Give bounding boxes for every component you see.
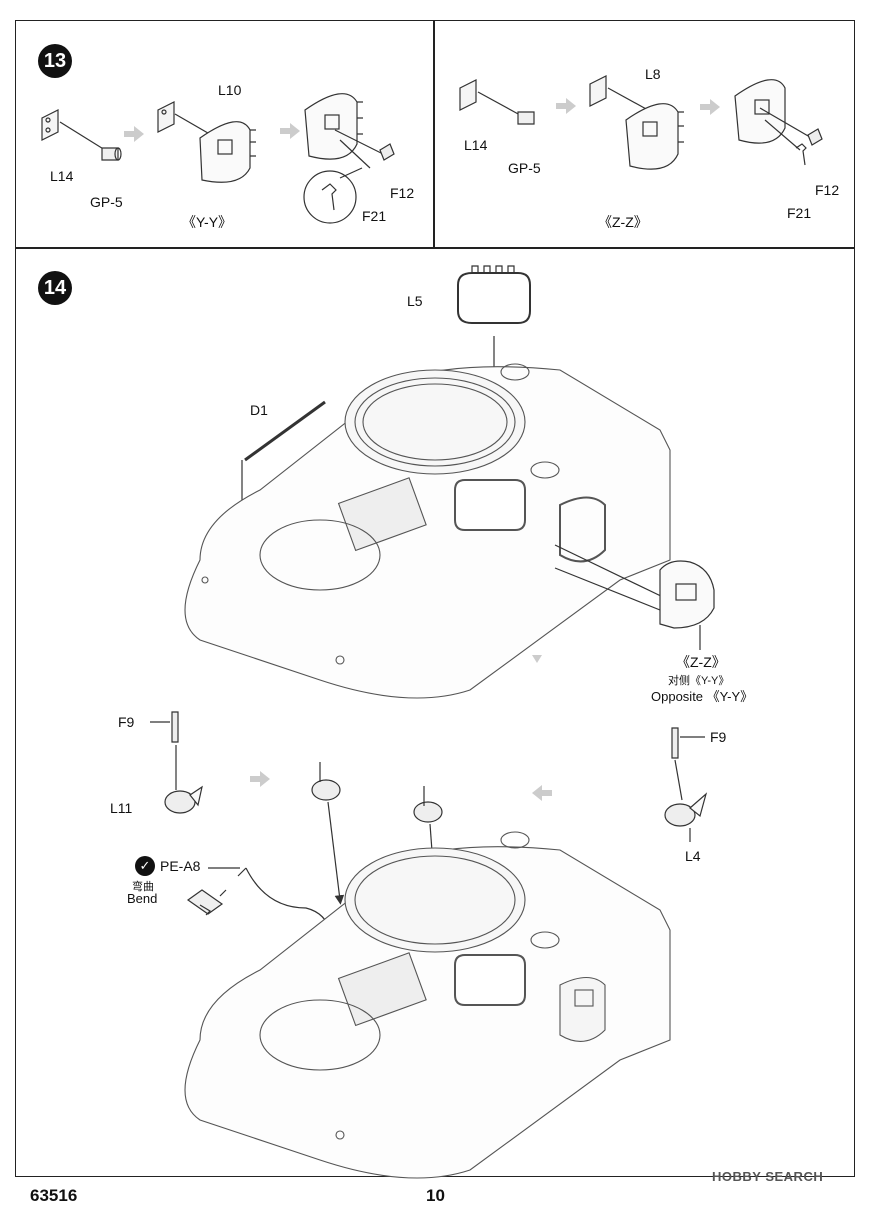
- l14-bracket-left-2-icon: [157, 101, 175, 133]
- label-f9-right: F9: [710, 729, 727, 745]
- caption-z-z: 《Z-Z》: [598, 214, 648, 230]
- gp5-part-left-icon: [101, 147, 122, 161]
- label-f12-left: F12: [390, 185, 415, 201]
- f21-right-part-icon: [795, 143, 807, 166]
- label-bend-en: Bend: [127, 891, 158, 906]
- label-z-z-side: 《Z-Z》: [676, 654, 726, 670]
- label-gp5-left: GP-5: [90, 194, 123, 210]
- left-arrow-icon: [532, 785, 552, 801]
- label-l11: L11: [110, 800, 133, 816]
- y-y-hatch-assembly-icon: [304, 93, 363, 160]
- z-z-hatch-assembly-icon: [734, 79, 786, 144]
- f9-right-part-icon: [671, 727, 679, 759]
- d1-antenna-icon: [244, 400, 326, 462]
- label-f9-left: F9: [118, 714, 135, 730]
- l8-hatch-icon: [625, 103, 684, 170]
- step-14-badge: 14: [38, 271, 72, 305]
- bend-check-icon: ✓: [135, 856, 155, 876]
- cupola-placed-right-icon: [413, 786, 443, 823]
- l10-hatch-icon: [199, 121, 256, 183]
- l11-cupola-icon: [164, 785, 203, 814]
- page-number: 10: [426, 1186, 445, 1205]
- tank-hull-lower-icon: [184, 831, 671, 1179]
- watermark: HOBBY SEARCH: [712, 1169, 824, 1184]
- step-arrow-icon: [556, 98, 576, 114]
- l14-bracket-left-icon: [41, 109, 59, 141]
- label-l5: L5: [407, 293, 423, 309]
- label-l10: L10: [218, 82, 242, 98]
- step13-right-panel: [433, 20, 855, 249]
- l14-bracket-right-2-icon: [589, 75, 607, 107]
- z-z-side-hatch-icon: [659, 560, 715, 629]
- f21-detail-circle-icon: [303, 170, 357, 224]
- gp5-part-right-icon: [517, 111, 535, 125]
- right-arrow-icon: [250, 771, 270, 787]
- l4-cupola-icon: [664, 792, 708, 827]
- label-opposite-cn: 对侧《Y-Y》: [668, 675, 730, 687]
- l14-bracket-right-icon: [459, 79, 477, 111]
- step-13-badge: 13: [38, 44, 72, 78]
- f12-right-part-icon: [807, 128, 823, 146]
- step-arrow-icon: [280, 123, 300, 139]
- label-l14-left: L14: [50, 168, 74, 184]
- label-opposite-en: Opposite 《Y-Y》: [651, 689, 754, 704]
- label-l4: L4: [685, 848, 701, 864]
- f21-part-icon: [321, 183, 337, 211]
- label-pe-a8: PE-A8: [160, 858, 201, 874]
- f9-left-part-icon: [171, 711, 179, 743]
- label-l14-right: L14: [464, 137, 488, 153]
- caption-y-y: 《Y-Y》: [182, 214, 233, 230]
- cupola-placed-left-icon: [311, 762, 341, 801]
- label-f21-right: F21: [787, 205, 812, 221]
- product-code: 63516: [30, 1186, 78, 1205]
- f12-part-icon: [379, 143, 395, 161]
- label-f21-left: F21: [362, 208, 387, 224]
- label-l8: L8: [645, 66, 661, 82]
- l5-hatch-icon: [457, 265, 531, 324]
- step13-left-panel: [15, 20, 435, 249]
- pe-a8-bend-icon: [186, 889, 224, 916]
- label-f12-right: F12: [815, 182, 840, 198]
- step-arrow-icon: [700, 99, 720, 115]
- tank-hull-upper-icon: [184, 363, 671, 699]
- label-gp5-right: GP-5: [508, 160, 541, 176]
- label-d1: D1: [250, 402, 268, 418]
- label-bend-cn: 弯曲: [132, 881, 154, 893]
- down-arrow-icon: [532, 655, 542, 663]
- step-arrow-icon: [124, 126, 144, 142]
